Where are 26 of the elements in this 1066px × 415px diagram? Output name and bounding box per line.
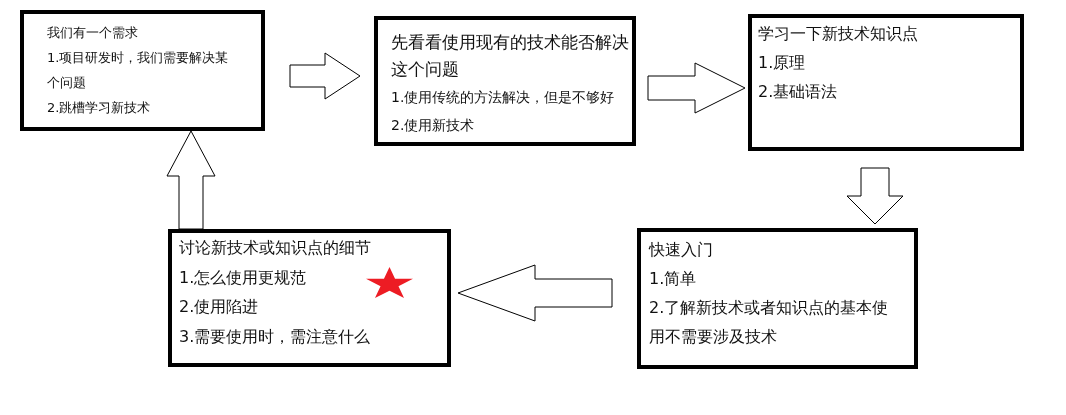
block-arrow [289, 52, 361, 100]
process-box [374, 16, 636, 146]
block-arrow [166, 130, 216, 230]
box-heading: 先看看使用现有的技术能否解决这个问题 [391, 31, 630, 81]
list-item: 1.简单 [649, 268, 697, 290]
list-item: 2.基础语法 [758, 81, 838, 103]
list-item: 2.使用陷进 [179, 296, 259, 318]
block-arrow [457, 264, 613, 322]
list-item: 2.了解新技术或者知识点的基本使用不需要涉及技术 [649, 297, 890, 348]
list-item: 1.项目研发时，我们需要解决某个问题 [47, 49, 230, 92]
box-heading: 快速入门 [649, 239, 713, 261]
process-box [168, 229, 451, 367]
block-arrow [846, 167, 904, 225]
list-item: 1.使用传统的方法解决，但是不够好 [391, 88, 615, 107]
list-item: 1.原理 [758, 52, 806, 74]
process-box [748, 14, 1024, 151]
list-item: 1.怎么使用更规范 [179, 266, 307, 289]
box-heading: 讨论新技术或知识点的细节 [179, 237, 371, 259]
process-box [637, 228, 918, 369]
box-heading: 学习一下新技术知识点 [758, 23, 918, 45]
box-heading: 我们有一个需求 [47, 24, 138, 42]
list-item: 3.需要使用时，需注意什么 [179, 325, 371, 348]
process-box [20, 10, 265, 131]
list-item: 2.使用新技术 [391, 116, 475, 135]
list-item: 2.跳槽学习新技术 [47, 99, 151, 117]
block-arrow [647, 62, 746, 114]
